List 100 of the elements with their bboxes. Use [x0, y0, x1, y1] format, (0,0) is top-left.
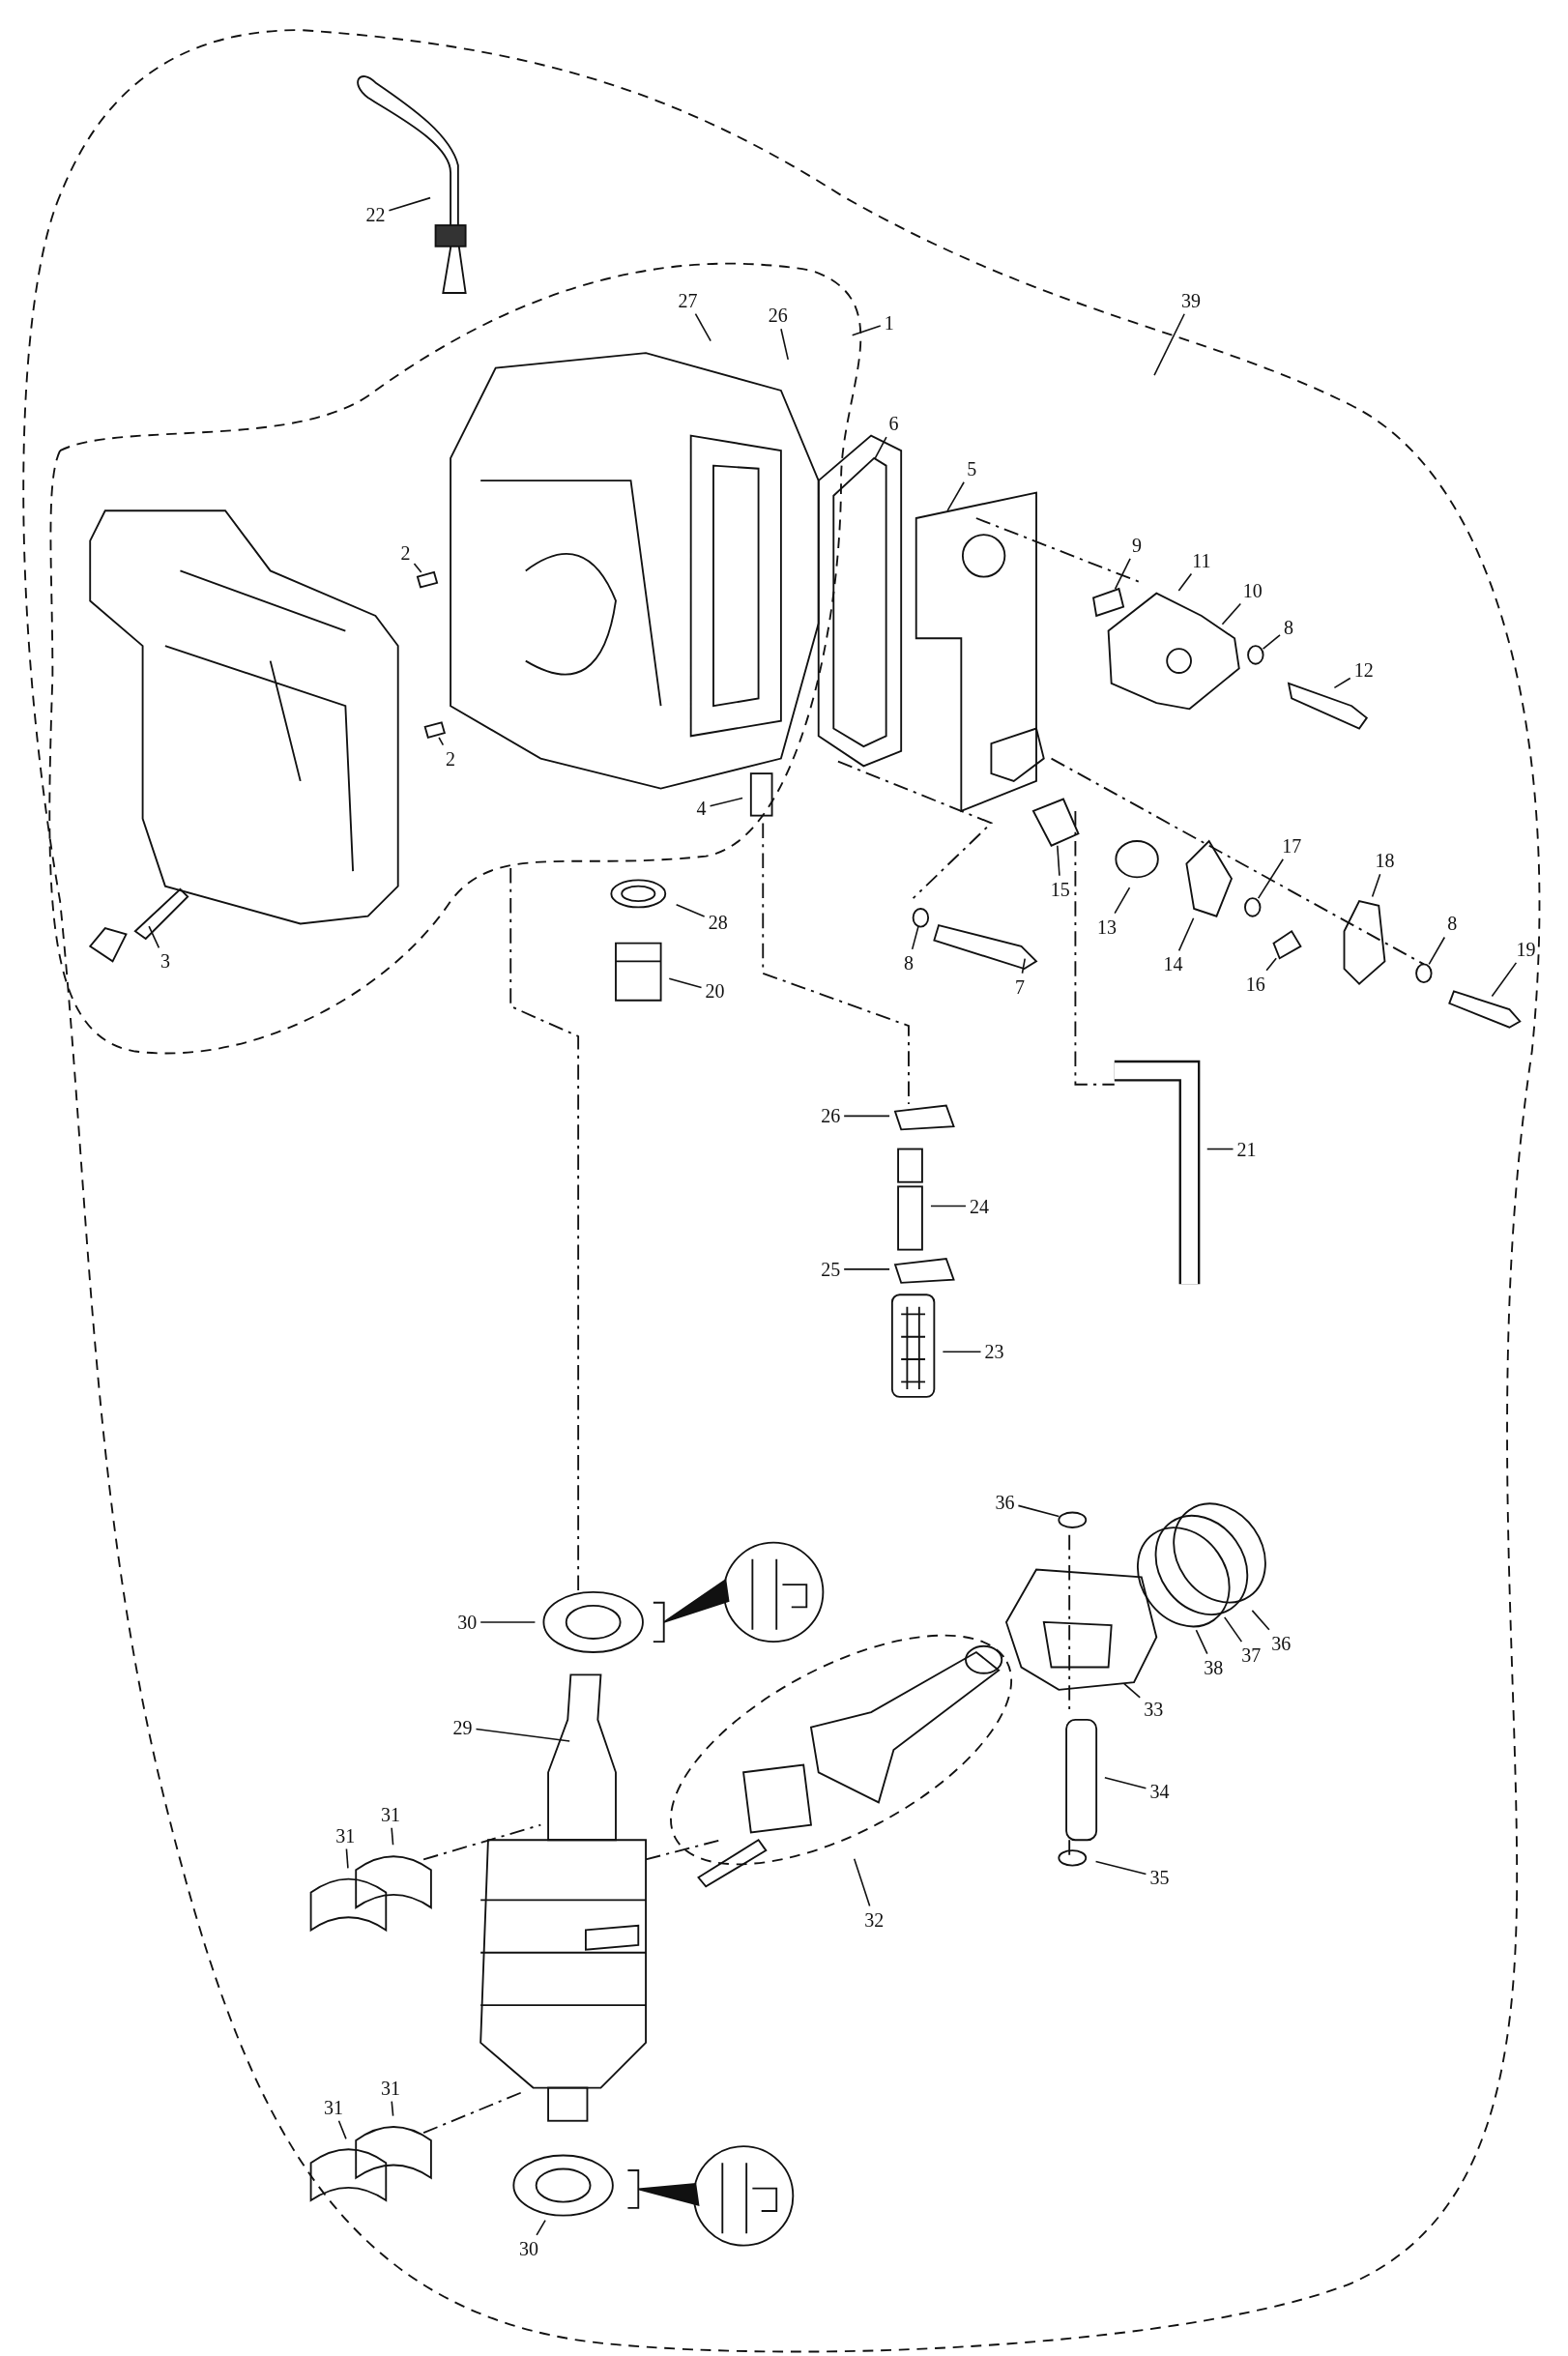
leader-line: [1114, 887, 1131, 915]
callout-number: 35: [1148, 1867, 1171, 1889]
leader-line: [337, 2119, 347, 2140]
washer: [912, 908, 930, 928]
leader-line: [1333, 677, 1351, 689]
leader-line: [388, 196, 431, 212]
callout-number: 7: [1013, 975, 1026, 998]
leader-line: [1221, 602, 1242, 625]
callout-number: 31: [334, 1824, 357, 1847]
leader-line: [874, 436, 887, 460]
leader-line: [1017, 1504, 1060, 1518]
callout-number: 39: [1180, 289, 1203, 311]
leader-line: [1104, 1776, 1147, 1789]
leader-line: [1177, 572, 1193, 592]
callout-number: 37: [1240, 1644, 1263, 1667]
callout-number: 23: [983, 1341, 1005, 1363]
leader-line: [843, 1268, 890, 1270]
callout-number: 30: [517, 2237, 539, 2259]
callout-number: 1: [883, 312, 895, 334]
callout-number: 13: [1096, 916, 1118, 938]
leader-line: [1262, 634, 1281, 650]
leader-line: [391, 1827, 394, 1847]
leader-line: [1265, 957, 1277, 972]
washer: [1415, 963, 1433, 983]
callout-number: 32: [863, 1908, 886, 1931]
callout-number: 36: [994, 1491, 1016, 1513]
leader-line: [413, 563, 422, 573]
callout-number: 6: [887, 413, 900, 435]
callout-number: 18: [1374, 850, 1396, 872]
callout-number: 5: [966, 457, 978, 480]
leader-line: [1251, 1610, 1270, 1631]
valve-part: [1031, 798, 1080, 847]
callout-number: 31: [379, 1803, 401, 1825]
leader-line: [946, 480, 965, 511]
callout-number: 19: [1515, 938, 1537, 960]
leader-line: [1114, 558, 1131, 590]
callout-number: 33: [1143, 1699, 1165, 1721]
callout-number: 8: [902, 951, 915, 974]
callout-number: 26: [820, 1105, 842, 1127]
washer: [1244, 897, 1262, 917]
leader-line: [1205, 1148, 1234, 1150]
leader-line: [1371, 873, 1381, 898]
leader-line: [843, 1115, 890, 1118]
leader-line: [709, 797, 743, 807]
leader-line: [780, 328, 789, 361]
callout-number: 21: [1235, 1138, 1258, 1160]
callout-number: 8: [1283, 617, 1294, 639]
leader-line: [1491, 962, 1518, 998]
callout-number: 22: [364, 204, 387, 226]
washer: [1247, 645, 1264, 665]
leader-line: [853, 1857, 871, 1907]
leader-line: [536, 2219, 546, 2236]
callout-number: 38: [1203, 1656, 1225, 1678]
leader-line: [1177, 916, 1195, 952]
callout-number: 15: [1049, 878, 1071, 900]
callout-number: 31: [379, 2077, 401, 2099]
leader-line: [1057, 844, 1060, 877]
leader-line: [1428, 936, 1446, 966]
callout-number: 8: [1446, 913, 1459, 935]
callout-number: 36: [1270, 1632, 1292, 1654]
leader-line: [1153, 312, 1185, 376]
leader-line: [911, 925, 919, 950]
leader-line: [1021, 957, 1026, 974]
leader-line: [438, 737, 445, 746]
callout-number: 31: [322, 2096, 344, 2118]
callout-number: 11: [1190, 549, 1212, 571]
bolt: [1272, 929, 1302, 960]
callout-number: 34: [1148, 1781, 1171, 1803]
leader-line: [851, 325, 882, 336]
callout-number: 12: [1352, 658, 1375, 681]
callout-number: 28: [707, 911, 729, 933]
leader-line: [1094, 1860, 1147, 1876]
callout-number: 26: [767, 305, 789, 327]
callout-number: 27: [677, 289, 699, 311]
callout-number: 10: [1241, 579, 1263, 601]
callout-number: 30: [456, 1611, 479, 1633]
callout-number: 24: [968, 1195, 990, 1217]
leader-line: [479, 1621, 537, 1623]
leader-line: [148, 925, 160, 949]
leader-line: [475, 1728, 571, 1742]
callout-number: 14: [1162, 953, 1184, 975]
callout-number: 4: [695, 797, 708, 819]
leader-line: [1257, 858, 1285, 899]
leader-line: [1195, 1629, 1208, 1655]
callout-number: 16: [1244, 973, 1266, 995]
leader-line: [694, 312, 711, 342]
leader-line: [942, 1351, 982, 1353]
callout-number: 25: [820, 1258, 842, 1280]
dowel-pin: [416, 570, 439, 589]
callout-number: 3: [159, 950, 171, 973]
leader-line: [1123, 1682, 1141, 1699]
circlip: [1058, 1511, 1088, 1528]
dowel-pin: [423, 721, 447, 739]
callout-number: 17: [1281, 834, 1303, 857]
leader-line: [1223, 1616, 1243, 1643]
callout-number: 20: [704, 980, 726, 1003]
thermostat-part: [1092, 587, 1125, 618]
leader-line: [668, 977, 703, 989]
callout-number: 29: [451, 1716, 474, 1738]
callout-number: 2: [445, 747, 457, 770]
